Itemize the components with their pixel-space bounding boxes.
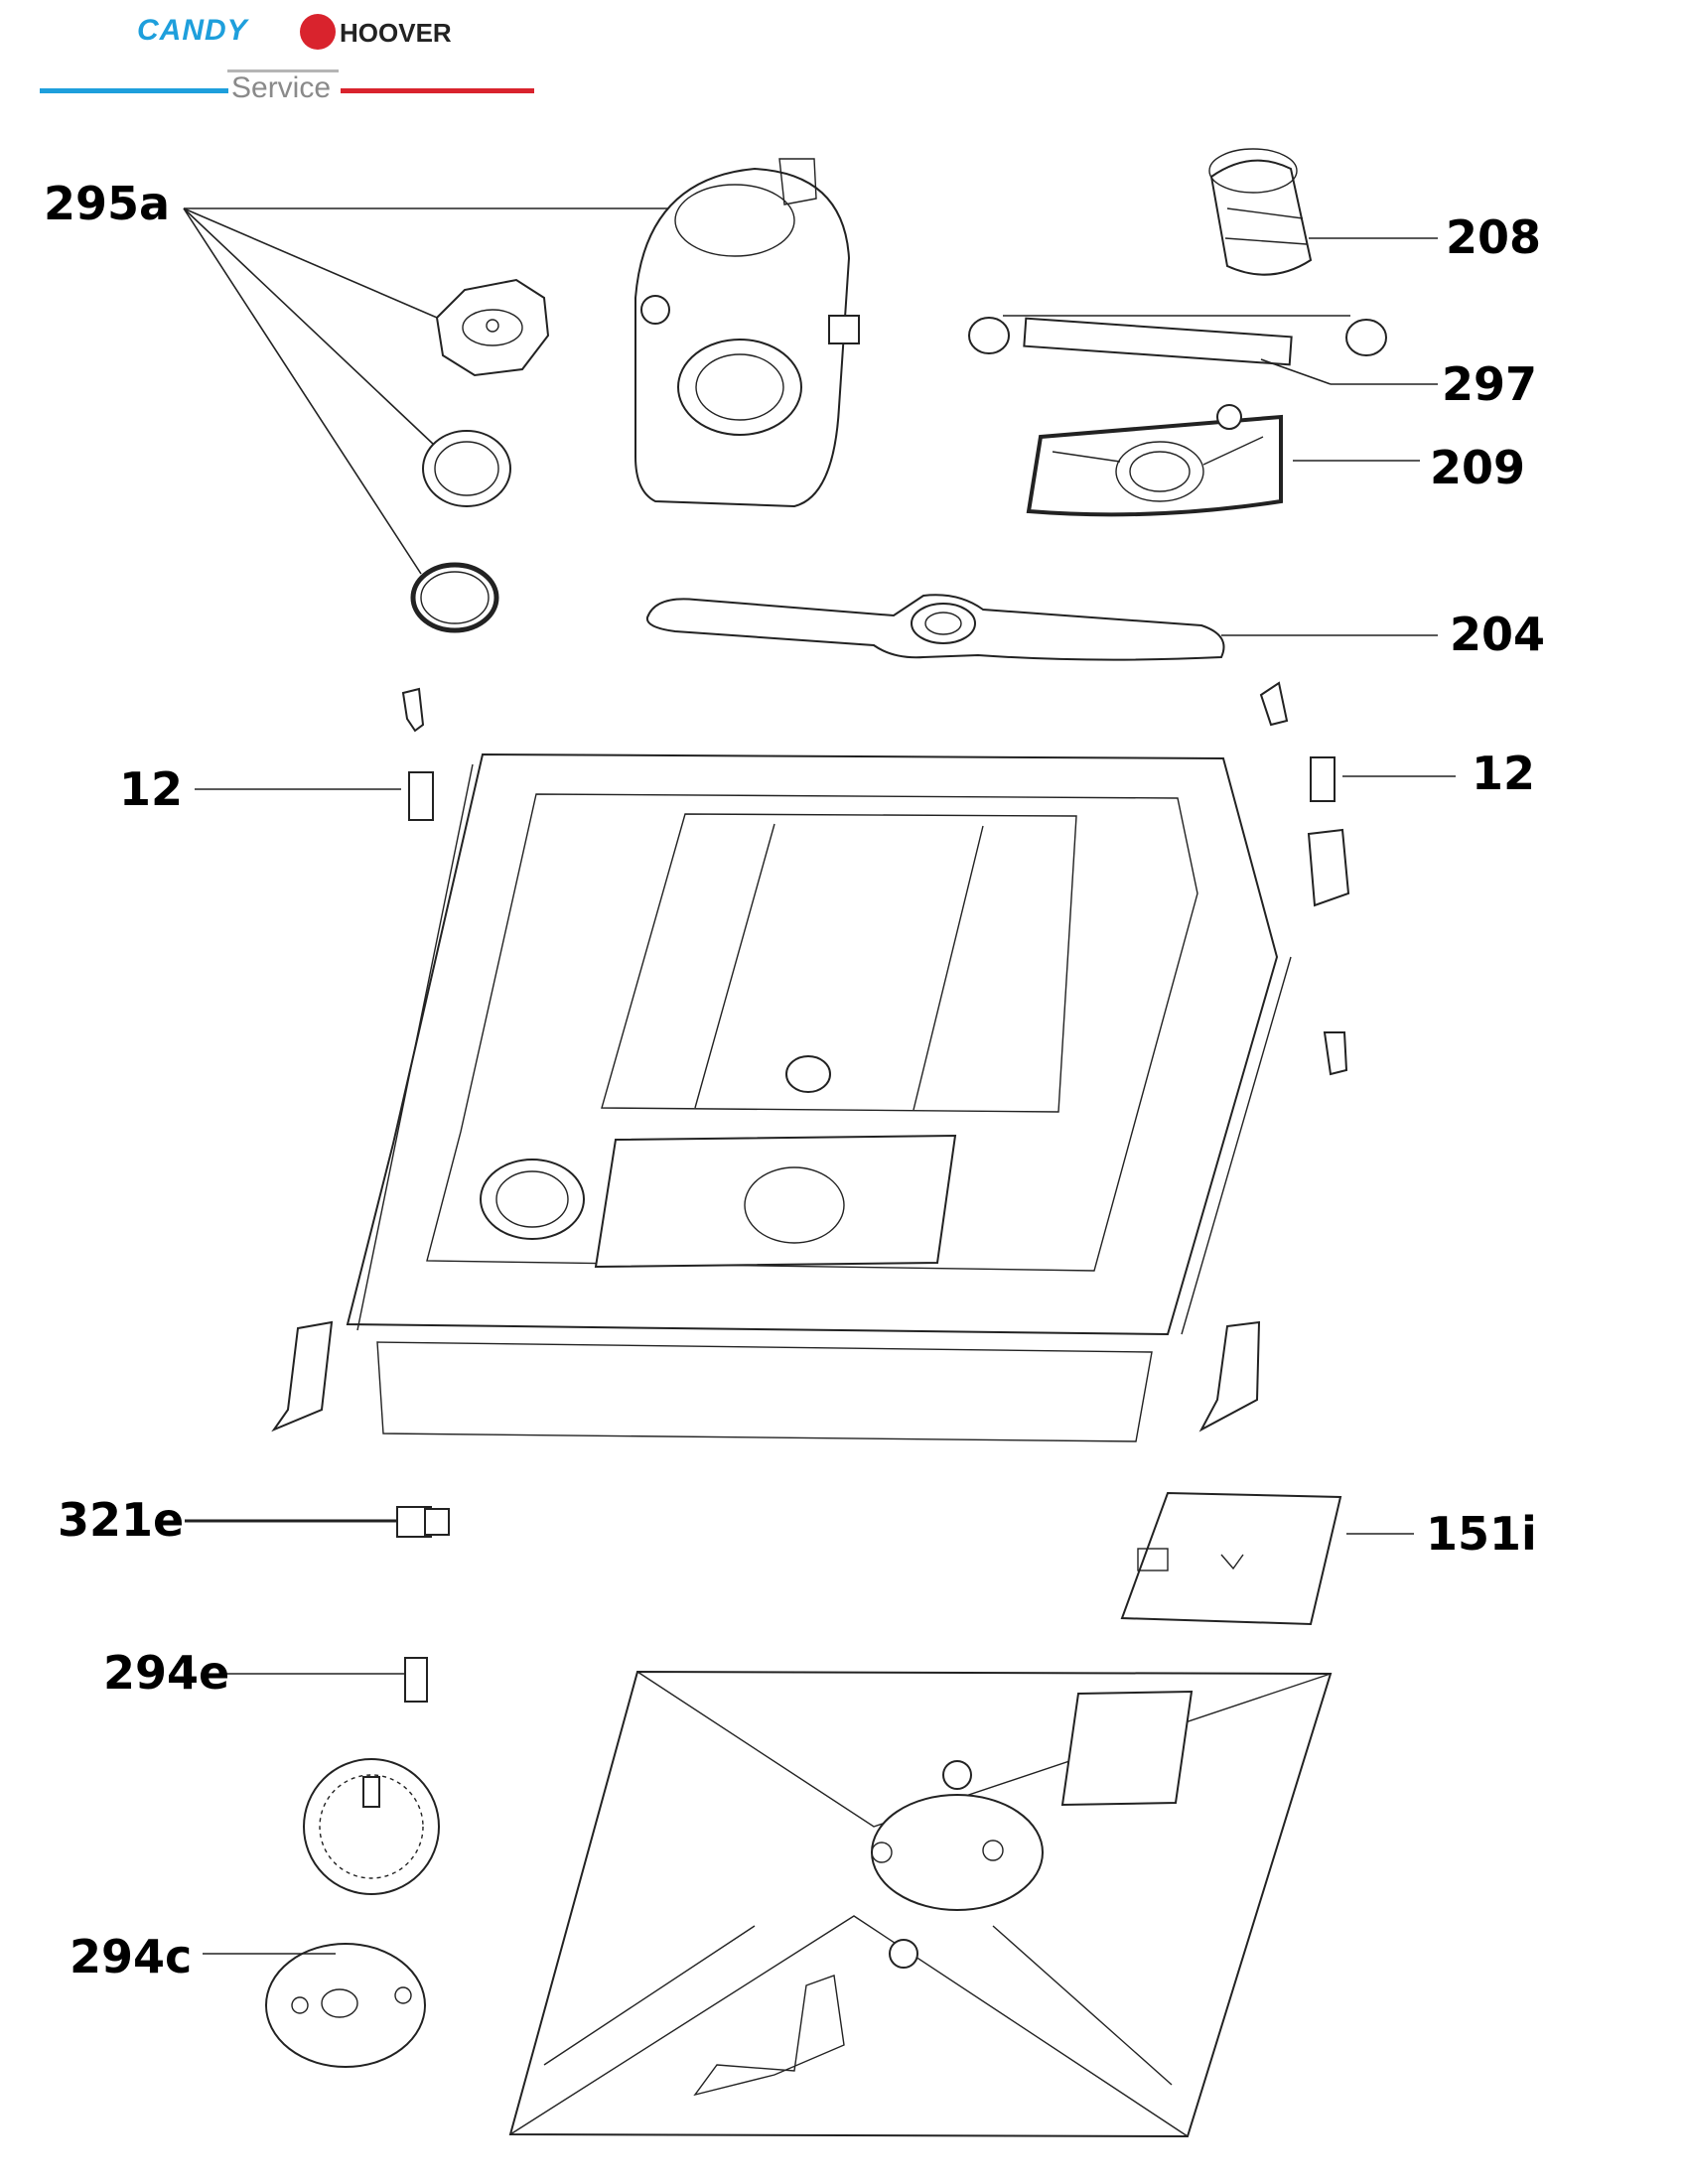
corner-bracket-left: [271, 1320, 334, 1433]
tub-part: [346, 752, 1292, 1442]
callout-297: 297: [1442, 357, 1538, 411]
service-rule-blue: [40, 88, 228, 93]
clip-294e-part: [224, 1657, 428, 1703]
service-rule-top: [227, 69, 339, 72]
ring-nut-part: [422, 430, 511, 507]
sump-housing-part: [634, 158, 860, 508]
clip-right-part: [1259, 681, 1456, 1076]
hose-part: [968, 315, 1438, 385]
callout-12-right: 12: [1472, 747, 1536, 800]
service-rule-red: [341, 88, 534, 93]
spray-arm-part: [645, 594, 1438, 661]
seal-ring-part: [410, 562, 499, 633]
callout-208: 208: [1446, 210, 1542, 264]
base-plate-part: [508, 1670, 1333, 2138]
cover-294c-part: [203, 1943, 426, 2068]
callout-204: 204: [1450, 608, 1546, 661]
connector-321e-part: [185, 1506, 450, 1538]
callout-294c: 294c: [70, 1930, 193, 1983]
callout-295a: 295a: [44, 177, 171, 230]
hoover-logo: HOOVER: [340, 18, 452, 48]
plate-151i-part: [1120, 1491, 1414, 1626]
callout-321e: 321e: [58, 1493, 185, 1547]
sump-cap-part: [435, 278, 550, 377]
filter-tray-part: [1026, 404, 1420, 517]
hoover-logo-badge: [300, 14, 336, 50]
callout-294e: 294e: [103, 1646, 230, 1700]
corner-bracket-right: [1198, 1320, 1261, 1433]
candy-logo: CANDY: [137, 14, 248, 47]
filter-part: [1208, 148, 1438, 276]
clip-left-part: [195, 687, 434, 821]
mesh-filter-part: [303, 1758, 440, 1895]
callout-151i: 151i: [1426, 1507, 1537, 1561]
callout-12-left: 12: [119, 762, 184, 816]
leader-295a: [183, 207, 717, 575]
callout-209: 209: [1430, 441, 1526, 494]
service-label: Service: [231, 71, 332, 104]
